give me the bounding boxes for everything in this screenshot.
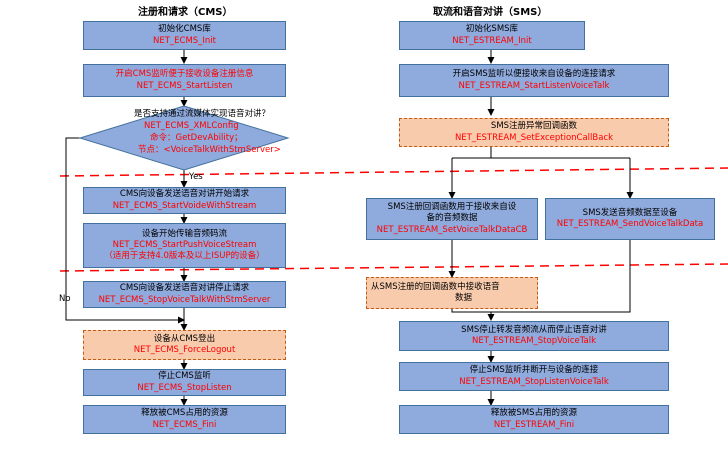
cms-push-stream-note: （适用于支持4.0版本及以上ISUP的设备） [104,251,265,262]
cms-stop-voice-label: CMS向设备发送语音对讲停止请求 [119,283,250,294]
sms-stop-listen-label: 停止SMS监听并断开与设备的连接 [469,365,599,376]
cms-logout-label: 设备从CMS登出 [153,333,216,344]
decision-command: 命令：GetDevAbility； [150,133,243,143]
decision-function-name: NET_ECMS_XMLConfig [144,121,239,131]
sms-fini-box: 释放被SMS占用的资源 NET_ESTREAM_Fini [399,405,669,434]
cms-push-stream-label: 设备开始传输音频码流 [141,228,227,239]
right-column-header: 取流和语音对讲（SMS） [433,7,548,18]
sms-exception-label: SMS注册异常回调函数 [490,121,578,132]
cms-init-function: NET_ECMS_Init [152,35,217,46]
sms-listen-label: 开启SMS监听以便接收来自设备的连接请求 [452,69,616,80]
cms-fini-box: 释放被CMS占用的资源 NET_ECMS_Fini [83,405,286,434]
separator-line-2 [59,263,728,272]
decision-no-label: No [59,294,71,304]
sms-receive-label-1: 从SMS注册的回调函数中接收语音 [371,281,500,292]
cms-stop-voice-function: NET_ECMS_StopVoiceTalkWithStmServer [98,294,271,305]
cms-listen-box: 开启CMS监听便于接收设备注册信息 NET_ECMS_StartListen [83,64,286,97]
sms-data-callback-function: NET_ESTREAM_SetVoiceTalkDataCB [376,224,528,235]
cms-push-stream-function: NET_ECMS_StartPushVoiceStream [112,239,257,250]
sms-init-label: 初始化SMS库 [465,24,519,35]
decision-question: 是否支持通过流媒体实现语音对讲？ [134,109,271,119]
sms-listen-function: NET_ESTREAM_StartListenVoiceTalk [458,80,610,91]
decision-node: 节点：<VoiceTalkWithStmServer> [138,145,281,155]
sms-stop-talk-function: NET_ESTREAM_StopVoiceTalk [471,336,597,346]
cms-logout-box: 设备从CMS登出 NET_ECMS_ForceLogout [83,330,286,360]
sms-fini-label: 释放被SMS占用的资源 [490,408,578,419]
sms-send-label: SMS发送音频数据至设备 [582,207,678,218]
cms-start-voice-function: NET_ECMS_StartVoideWithStream [112,200,257,211]
cms-listen-function: NET_ECMS_StartListen [136,80,233,91]
decision-diamond [78,105,290,171]
sms-stop-listen-function: NET_ESTREAM_StopListenVoiceTalk [459,376,609,387]
cms-push-stream-box: 设备开始传输音频码流 NET_ECMS_StartPushVoiceStream… [83,223,286,268]
cms-logout-function: NET_ECMS_ForceLogout [133,345,236,355]
sms-send-box: SMS发送音频数据至设备 NET_ESTREAM_SendVoiceTalkDa… [545,198,715,240]
sms-init-function: NET_ESTREAM_Init [452,35,532,46]
sms-exception-box: SMS注册异常回调函数 NET_ESTREAM_SetExceptionCall… [399,118,669,147]
sms-stop-listen-box: 停止SMS监听并断开与设备的连接 NET_ESTREAM_StopListenV… [399,362,669,391]
cms-stop-voice-box: CMS向设备发送语音对讲停止请求 NET_ECMS_StopVoiceTalkW… [83,281,286,308]
sms-data-callback-box: SMS注册回调函数用于接收来自设 备的音频数据 NET_ESTREAM_SetV… [366,198,538,240]
sms-stop-talk-box: SMS停止转发音频流从而停止语音对讲 NET_ESTREAM_StopVoice… [399,321,669,351]
sms-listen-box: 开启SMS监听以便接收来自设备的连接请求 NET_ESTREAM_StartLi… [399,64,669,97]
sms-fini-function: NET_ESTREAM_Fini [493,419,575,430]
cms-fini-label: 释放被CMS占用的资源 [141,408,228,419]
sms-init-box: 初始化SMS库 NET_ESTREAM_Init [399,21,585,50]
decision-function: NET_ECMS_XMLConfig [144,121,239,132]
left-column-header: 注册和请求（CMS） [138,7,233,18]
cms-stop-listen-box: 停止CMS监听 NET_ECMS_StopListen [83,369,286,396]
cms-stop-listen-label: 停止CMS监听 [158,371,211,382]
sms-stop-talk-label: SMS停止转发音频流从而停止语音对讲 [461,324,607,335]
sms-data-callback-label-2: 备的音频数据 [426,213,478,224]
sms-exception-function: NET_ESTREAM_SetExceptionCallBack [454,132,614,143]
decision-yes-label: Yes [189,172,203,182]
cms-stop-listen-function: NET_ECMS_StopListen [137,382,232,393]
cms-start-voice-box: CMS向设备发送语音对讲开始请求 NET_ECMS_StartVoideWith… [83,187,286,214]
cms-start-voice-label: CMS向设备发送语音对讲开始请求 [119,189,250,200]
sms-receive-box: 从SMS注册的回调函数中接收语音 数据 [366,277,538,309]
separator-line-1 [59,167,728,177]
sms-data-callback-label-1: SMS注册回调函数用于接收来自设 [387,202,517,213]
sms-send-function: NET_ESTREAM_SendVoiceTalkData [556,219,704,229]
sms-receive-label-2: 数据 [455,293,473,303]
cms-init-label: 初始化CMS库 [158,24,211,35]
cms-init-box: 初始化CMS库 NET_ECMS_Init [83,21,286,50]
cms-listen-label: 开启CMS监听便于接收设备注册信息 [115,69,254,80]
cms-fini-function: NET_ECMS_Fini [152,419,217,430]
